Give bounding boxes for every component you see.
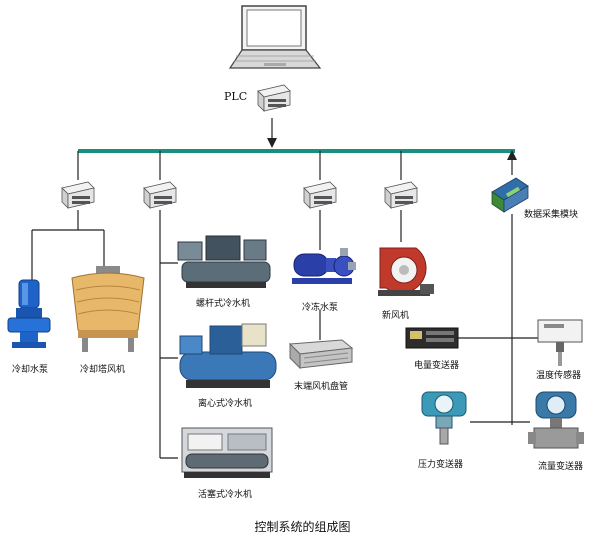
plc-module-2 — [142, 180, 178, 209]
fan-coil-image — [286, 338, 356, 376]
plc-module-1 — [60, 180, 96, 209]
cooling-pump-label: 冷却水泵 — [12, 365, 49, 375]
screw-chiller-label: 螺杆式冷水机 — [196, 299, 251, 309]
fresh-air-fan-image — [372, 240, 438, 306]
data-module-label: 数据采集模块 — [524, 210, 579, 220]
pressure-transmitter-image — [416, 388, 472, 452]
plc-to-bus-arrow — [267, 138, 277, 148]
centrifugal-chiller-label: 离心式冷水机 — [198, 399, 253, 409]
piston-chiller-label: 活塞式冷水机 — [198, 490, 253, 500]
plc-controller-main — [256, 83, 292, 112]
plc-module-4 — [383, 180, 419, 209]
data-module-arrow — [507, 150, 517, 160]
cooling-tower-label: 冷却塔风机 — [80, 365, 126, 375]
fan-coil-label: 末端风机盘管 — [294, 382, 349, 392]
cooling-pump-image — [6, 278, 52, 354]
plc-label: PLC — [224, 90, 248, 103]
laptop-computer — [228, 4, 322, 80]
power-transmitter-image — [404, 326, 460, 356]
screw-chiller-image — [176, 232, 276, 294]
pressure-transmitter-label: 压力变送器 — [418, 460, 464, 470]
fresh-air-fan-label: 新风机 — [382, 311, 410, 321]
power-transmitter-label: 电量变送器 — [414, 361, 460, 371]
piston-chiller-image — [176, 422, 278, 488]
plc-module-3 — [302, 180, 338, 209]
flow-transmitter-image — [528, 388, 584, 458]
chilled-pump-label: 冷冻水泵 — [302, 303, 339, 313]
temperature-sensor-label: 温度传感器 — [536, 371, 582, 381]
cooling-tower-image — [66, 266, 150, 358]
diagram-caption: 控制系统的组成图 — [254, 520, 351, 534]
temperature-sensor-image — [532, 318, 588, 372]
flow-transmitter-label: 流量变送器 — [538, 462, 584, 472]
data-acquisition-module — [488, 172, 532, 220]
chilled-pump-image — [290, 246, 356, 300]
centrifugal-chiller-image — [176, 322, 280, 396]
